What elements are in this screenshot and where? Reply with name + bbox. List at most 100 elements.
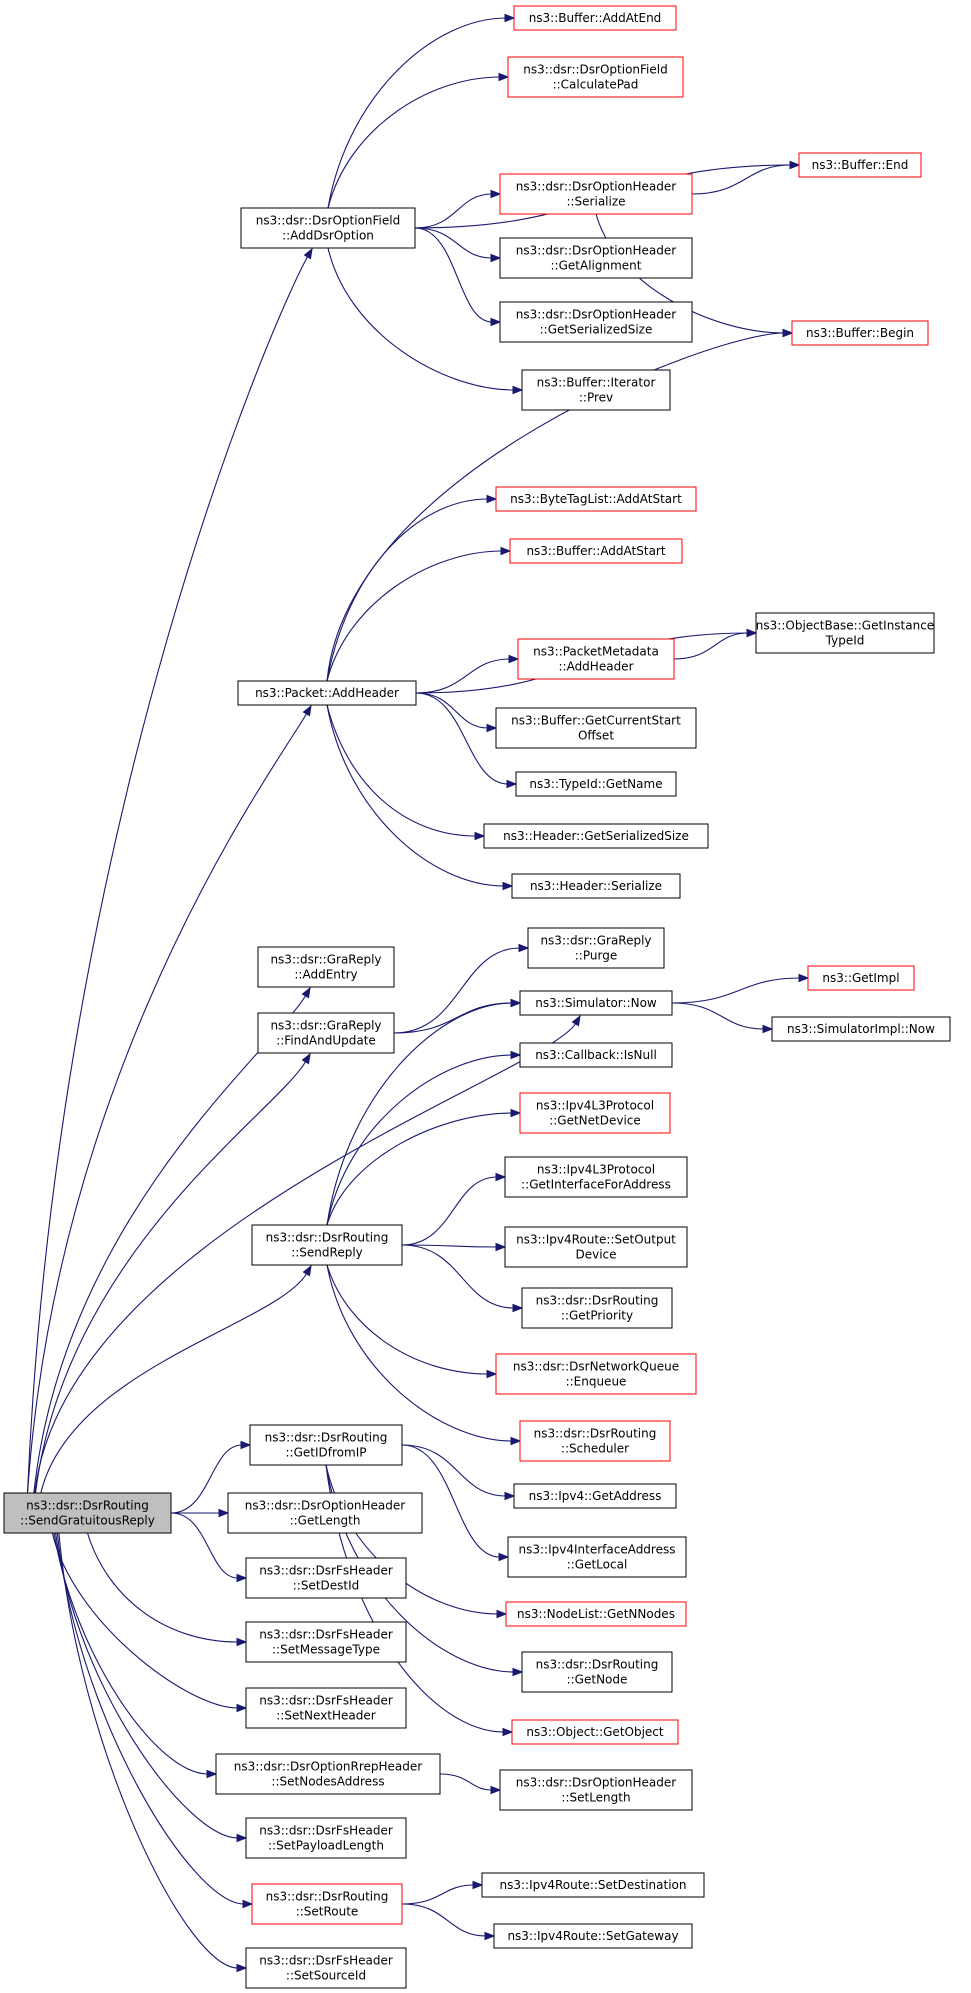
node-ns3-dsr-dsr-fs-header-set-next-header[interactable]: ns3::dsr::DsrFsHeader::SetNextHeader bbox=[245, 1687, 407, 1729]
node-box[interactable] bbox=[251, 1224, 403, 1266]
node-box[interactable] bbox=[495, 486, 697, 512]
node-ns3-dsr-gra-reply-purge[interactable]: ns3::dsr::GraReply::Purge bbox=[527, 927, 665, 969]
node-box[interactable] bbox=[227, 1492, 423, 1534]
node-ns3-dsr-dsr-network-queue-enqueue[interactable]: ns3::dsr::DsrNetworkQueue::Enqueue bbox=[495, 1353, 697, 1395]
node-box[interactable] bbox=[527, 927, 665, 969]
node-ns3-dsr-dsr-routing-send-reply[interactable]: ns3::dsr::DsrRouting::SendReply bbox=[251, 1224, 403, 1266]
node-box[interactable] bbox=[481, 1872, 705, 1898]
node-ns3-dsr-dsr-routing-get-idfrom-ip[interactable]: ns3::dsr::DsrRouting::GetIDfromIP bbox=[249, 1424, 403, 1466]
node-box[interactable] bbox=[521, 1287, 673, 1329]
node-ns3-dsr-dsr-option-header-set-length[interactable]: ns3::dsr::DsrOptionHeader::SetLength bbox=[499, 1769, 693, 1811]
node-ns3-object-get-object[interactable]: ns3::Object::GetObject bbox=[511, 1719, 679, 1745]
node-ns3-ipv4-route-set-gateway[interactable]: ns3::Ipv4Route::SetGateway bbox=[493, 1923, 693, 1949]
node-box[interactable] bbox=[240, 207, 416, 249]
node-ns3-buffer-add-at-start[interactable]: ns3::Buffer::AddAtStart bbox=[509, 538, 683, 564]
node-ns3-dsr-dsr-option-header-get-serialized-size[interactable]: ns3::dsr::DsrOptionHeader::GetSerialized… bbox=[499, 301, 693, 343]
node-ns3-ipv4-route-set-destination[interactable]: ns3::Ipv4Route::SetDestination bbox=[481, 1872, 705, 1898]
node-box[interactable] bbox=[495, 707, 697, 749]
node-box[interactable] bbox=[521, 1651, 673, 1693]
node-ns3-buffer-begin[interactable]: ns3::Buffer::Begin bbox=[791, 320, 929, 346]
node-ns3-buffer-add-at-end[interactable]: ns3::Buffer::AddAtEnd bbox=[513, 5, 677, 31]
node-ns3-dsr-dsr-fs-header-set-message-type[interactable]: ns3::dsr::DsrFsHeader::SetMessageType bbox=[245, 1621, 407, 1663]
node-ns3-dsr-dsr-option-field-calculate-pad[interactable]: ns3::dsr::DsrOptionField::CalculatePad bbox=[507, 56, 684, 98]
node-ns3-node-list-get-nnodes[interactable]: ns3::NodeList::GetNNodes bbox=[505, 1601, 687, 1627]
node-box[interactable] bbox=[755, 612, 935, 654]
node-box[interactable] bbox=[251, 1883, 403, 1925]
node-box[interactable] bbox=[771, 1016, 951, 1042]
node-box[interactable] bbox=[245, 1817, 407, 1859]
node-box[interactable] bbox=[504, 1156, 688, 1198]
node-box[interactable] bbox=[515, 771, 677, 797]
node-ns3-get-impl[interactable]: ns3::GetImpl bbox=[807, 965, 915, 991]
node-box[interactable] bbox=[519, 990, 673, 1016]
node-ns3-header-get-serialized-size[interactable]: ns3::Header::GetSerializedSize bbox=[483, 823, 709, 849]
node-ns3-buffer-end[interactable]: ns3::Buffer::End bbox=[798, 152, 922, 178]
node-box[interactable] bbox=[215, 1753, 441, 1795]
node-ns3-dsr-dsr-fs-header-set-source-id[interactable]: ns3::dsr::DsrFsHeader::SetSourceId bbox=[245, 1947, 407, 1989]
node-box[interactable] bbox=[807, 965, 915, 991]
node-ns3-dsr-dsr-routing-get-priority[interactable]: ns3::dsr::DsrRouting::GetPriority bbox=[521, 1287, 673, 1329]
node-ns3-dsr-dsr-option-header-serialize[interactable]: ns3::dsr::DsrOptionHeader::Serialize bbox=[499, 173, 693, 215]
node-box[interactable] bbox=[499, 1769, 693, 1811]
node-ns3-callback-is-null[interactable]: ns3::Callback::IsNull bbox=[519, 1042, 673, 1068]
node-ns3-ipv4-get-address[interactable]: ns3::Ipv4::GetAddress bbox=[513, 1483, 677, 1509]
node-box[interactable] bbox=[511, 873, 681, 899]
node-ns3-dsr-dsr-routing-set-route[interactable]: ns3::dsr::DsrRouting::SetRoute bbox=[251, 1883, 403, 1925]
node-ns3-type-id-get-name[interactable]: ns3::TypeId::GetName bbox=[515, 771, 677, 797]
node-ns3-header-serialize[interactable]: ns3::Header::Serialize bbox=[511, 873, 681, 899]
node-ns3-dsr-dsr-option-header-get-length[interactable]: ns3::dsr::DsrOptionHeader::GetLength bbox=[227, 1492, 423, 1534]
node-box[interactable] bbox=[507, 56, 684, 98]
node-ns3-simulator-now[interactable]: ns3::Simulator::Now bbox=[519, 990, 673, 1016]
node-box[interactable] bbox=[519, 1420, 671, 1462]
node-ns3-byte-tag-list-add-at-start[interactable]: ns3::ByteTagList::AddAtStart bbox=[495, 486, 697, 512]
node-ns3-dsr-dsr-routing-get-node[interactable]: ns3::dsr::DsrRouting::GetNode bbox=[521, 1651, 673, 1693]
node-box[interactable] bbox=[513, 5, 677, 31]
node-box[interactable] bbox=[521, 369, 671, 411]
node-ns3-dsr-gra-reply-add-entry[interactable]: ns3::dsr::GraReply::AddEntry bbox=[257, 946, 395, 988]
node-ns3-dsr-dsr-routing-scheduler[interactable]: ns3::dsr::DsrRouting::Scheduler bbox=[519, 1420, 671, 1462]
node-ns3-dsr-dsr-option-header-get-alignment[interactable]: ns3::dsr::DsrOptionHeader::GetAlignment bbox=[499, 237, 693, 279]
node-box[interactable] bbox=[499, 301, 693, 343]
node-ns3-packet-add-header[interactable]: ns3::Packet::AddHeader bbox=[237, 680, 417, 706]
node-box[interactable] bbox=[493, 1923, 693, 1949]
node-ns3-dsr-dsr-option-field-add-dsr-option[interactable]: ns3::dsr::DsrOptionField::AddDsrOption bbox=[240, 207, 416, 249]
node-box[interactable] bbox=[519, 1042, 673, 1068]
node-ns3-simulator-impl-now[interactable]: ns3::SimulatorImpl::Now bbox=[771, 1016, 951, 1042]
node-ns3-ipv4-l3-protocol-get-net-device[interactable]: ns3::Ipv4L3Protocol::GetNetDevice bbox=[519, 1092, 671, 1134]
node-box[interactable] bbox=[504, 1226, 688, 1268]
node-ns3-dsr-dsr-option-rrep-header-set-nodes-address[interactable]: ns3::dsr::DsrOptionRrepHeader::SetNodesA… bbox=[215, 1753, 441, 1795]
node-box[interactable] bbox=[507, 1536, 687, 1578]
node-box[interactable] bbox=[791, 320, 929, 346]
node-ns3-dsr-gra-reply-find-and-update[interactable]: ns3::dsr::GraReply::FindAndUpdate bbox=[257, 1012, 395, 1054]
node-box[interactable] bbox=[245, 1557, 407, 1599]
node-box[interactable] bbox=[519, 1092, 671, 1134]
node-box[interactable] bbox=[798, 152, 922, 178]
node-box[interactable] bbox=[499, 237, 693, 279]
node-box[interactable] bbox=[511, 1719, 679, 1745]
node-box[interactable] bbox=[513, 1483, 677, 1509]
node-ns3-packet-metadata-add-header[interactable]: ns3::PacketMetadata::AddHeader bbox=[517, 638, 675, 680]
node-box[interactable] bbox=[237, 680, 417, 706]
node-ns3-dsr-dsr-fs-header-set-payload-length[interactable]: ns3::dsr::DsrFsHeader::SetPayloadLength bbox=[245, 1817, 407, 1859]
node-box[interactable] bbox=[505, 1601, 687, 1627]
node-box[interactable] bbox=[257, 1012, 395, 1054]
node-ns3-ipv4-l3-protocol-get-interface-for-address[interactable]: ns3::Ipv4L3Protocol::GetInterfaceForAddr… bbox=[504, 1156, 688, 1198]
node-ns3-ipv4-interface-address-get-local[interactable]: ns3::Ipv4InterfaceAddress::GetLocal bbox=[507, 1536, 687, 1578]
node-box[interactable] bbox=[245, 1687, 407, 1729]
node-ns3-dsr-dsr-routing-send-gratuitous-reply[interactable]: ns3::dsr::DsrRouting::SendGratuitousRepl… bbox=[3, 1492, 172, 1534]
node-box[interactable] bbox=[495, 1353, 697, 1395]
node-box[interactable] bbox=[245, 1621, 407, 1663]
node-box[interactable] bbox=[245, 1947, 407, 1989]
node-box[interactable] bbox=[499, 173, 693, 215]
node-ns3-dsr-dsr-fs-header-set-dest-id[interactable]: ns3::dsr::DsrFsHeader::SetDestId bbox=[245, 1557, 407, 1599]
node-box[interactable] bbox=[3, 1492, 172, 1534]
node-box[interactable] bbox=[249, 1424, 403, 1466]
node-ns3-buffer-iterator-prev[interactable]: ns3::Buffer::Iterator::Prev bbox=[521, 369, 671, 411]
node-box[interactable] bbox=[257, 946, 395, 988]
node-box[interactable] bbox=[483, 823, 709, 849]
node-box[interactable] bbox=[509, 538, 683, 564]
node-box[interactable] bbox=[517, 638, 675, 680]
